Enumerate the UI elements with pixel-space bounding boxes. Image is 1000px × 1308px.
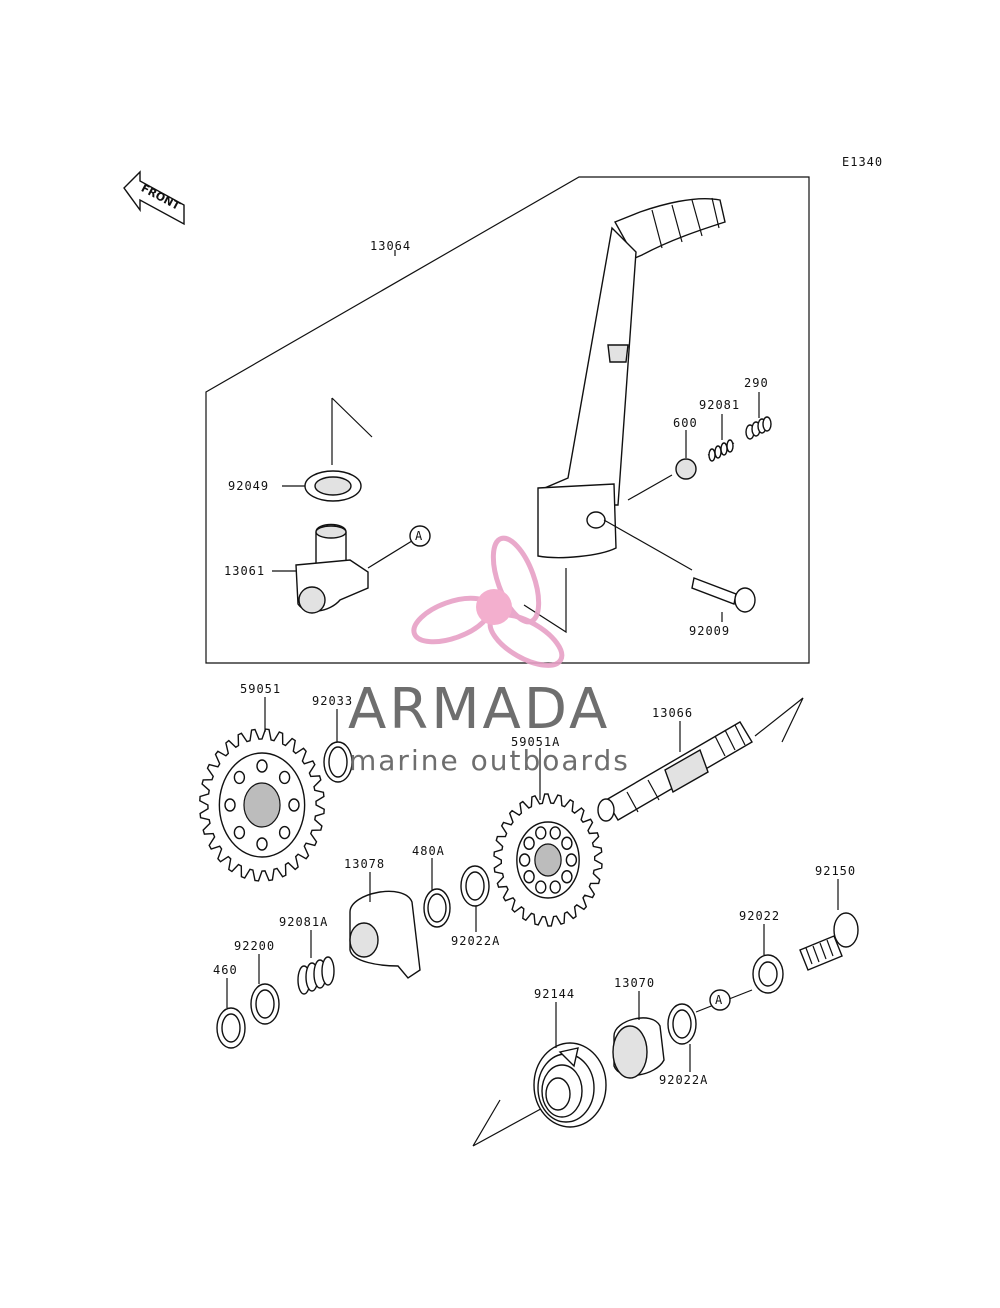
ball-600 <box>675 458 697 480</box>
label-600: 600 <box>673 416 698 430</box>
kick-pedal-arm <box>537 197 726 559</box>
label-92022a-1: 92022A <box>451 934 500 948</box>
washer-92022a-2 <box>667 1003 697 1072</box>
label-460: 460 <box>213 963 238 977</box>
washer-92022 <box>752 924 784 994</box>
circlip-460 <box>216 978 246 1049</box>
label-92049: 92049 <box>228 479 269 493</box>
plug-290 <box>745 392 772 440</box>
callout-a-lower: A <box>695 989 753 1013</box>
svg-text:A: A <box>715 993 723 1007</box>
label-92081a: 92081A <box>279 915 328 929</box>
label-13064: 13064 <box>370 239 411 253</box>
diagram-code: E1340 <box>842 155 883 169</box>
washer-92022a-1 <box>460 865 490 932</box>
armada-propeller-logo <box>411 535 565 668</box>
circlip-92033 <box>323 709 353 783</box>
label-290: 290 <box>744 376 769 390</box>
spring-92081a <box>297 930 335 995</box>
svg-text:A: A <box>415 529 423 543</box>
watermark-tagline: marine outboards <box>349 744 630 777</box>
label-92144: 92144 <box>534 987 575 1001</box>
label-92022: 92022 <box>739 909 780 923</box>
circlip-480a <box>423 858 451 928</box>
label-92009: 92009 <box>689 624 730 638</box>
collar-13070 <box>612 991 665 1079</box>
part-labels: 13064 92049 13061 92081 290 600 92009 59… <box>213 239 856 1087</box>
leader-lines-upper <box>331 250 693 634</box>
shaft-13066 <box>597 697 804 822</box>
ratchet-13078 <box>349 872 421 979</box>
label-59051a: 59051A <box>511 735 560 749</box>
label-13061: 13061 <box>224 564 265 578</box>
kick-boss-13061 <box>272 523 369 614</box>
label-59051: 59051 <box>240 682 281 696</box>
spring-92081 <box>707 414 735 462</box>
callout-a: A <box>409 525 431 547</box>
front-arrow-icon: FRONT <box>123 170 185 226</box>
oil-seal-92049 <box>282 470 362 502</box>
label-92150: 92150 <box>815 864 856 878</box>
label-13078: 13078 <box>344 857 385 871</box>
watermark-brand: ARMADA <box>348 677 610 742</box>
label-92200: 92200 <box>234 939 275 953</box>
label-13070: 13070 <box>614 976 655 990</box>
kick-spring-92144 <box>472 1002 607 1147</box>
label-480a: 480A <box>412 844 445 858</box>
washer-92200 <box>250 954 280 1025</box>
assembly-frame <box>205 176 810 664</box>
bolt-92009 <box>691 577 756 622</box>
label-92022a-2: 92022A <box>659 1073 708 1087</box>
gear-59051a <box>493 748 603 927</box>
gear-59051 <box>199 697 325 882</box>
label-13066: 13066 <box>652 706 693 720</box>
bolt-92150 <box>799 879 859 971</box>
label-92033: 92033 <box>312 694 353 708</box>
label-92081: 92081 <box>699 398 740 412</box>
